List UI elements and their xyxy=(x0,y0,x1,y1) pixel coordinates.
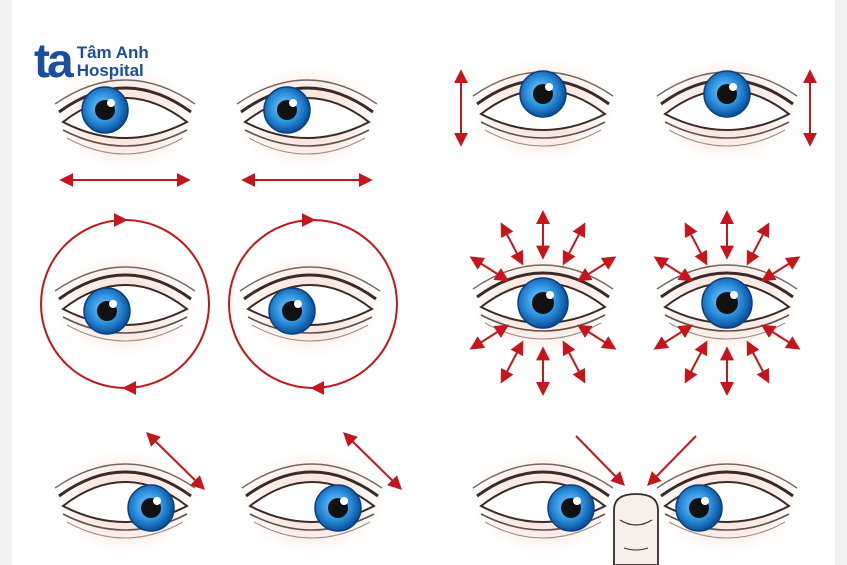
eye-left-1 xyxy=(43,58,207,178)
radiating-arrow xyxy=(746,222,770,266)
eye-right-3 xyxy=(228,245,392,365)
exercise-look-left-right xyxy=(43,58,389,187)
brand-name-line1: Tâm Anh xyxy=(76,43,149,62)
diagonal-double-arrow-icon xyxy=(146,432,205,490)
brand-mark: ta xyxy=(34,35,74,88)
radiating-arrow xyxy=(746,340,770,384)
converging-arrows-icon xyxy=(647,435,697,487)
radiating-arrows-icon xyxy=(469,210,801,397)
eye-left-5 xyxy=(43,442,207,562)
radiating-arrow xyxy=(577,324,617,350)
eye-right-6 xyxy=(645,442,809,562)
brand-logo: ta Tâm Anh Hospital xyxy=(34,38,149,86)
eye-right-4 xyxy=(645,243,809,363)
exercise-focus-on-finger xyxy=(461,435,809,565)
radiating-arrow xyxy=(500,222,524,266)
eye-left-4 xyxy=(461,243,625,363)
eye-left-6 xyxy=(461,442,625,562)
radiating-arrow xyxy=(684,340,708,384)
radiating-arrow xyxy=(562,340,586,384)
radiating-arrow xyxy=(761,256,801,282)
eye-left-3 xyxy=(43,245,207,365)
finger-icon xyxy=(613,493,659,565)
eye-right-5 xyxy=(230,442,394,562)
eye-left-2 xyxy=(461,50,625,170)
circular-arrow-icon xyxy=(40,213,210,395)
brand-name: Tâm Anh Hospital xyxy=(77,44,149,80)
circular-arrow-icon xyxy=(228,213,398,395)
radiating-arrow xyxy=(469,256,509,282)
radiating-arrow xyxy=(469,324,509,350)
radiating-arrow xyxy=(577,256,617,282)
brand-name-line2: Hospital xyxy=(76,61,144,80)
radiating-arrow xyxy=(653,324,693,350)
radiating-arrow xyxy=(653,256,693,282)
exercise-blink-squeeze xyxy=(461,210,809,397)
exercise-look-up-down xyxy=(454,50,817,170)
diagonal-double-arrow-icon xyxy=(343,432,402,490)
radiating-arrow xyxy=(562,222,586,266)
eye-right-1 xyxy=(225,58,389,178)
radiating-arrow xyxy=(684,222,708,266)
radiating-arrow xyxy=(500,340,524,384)
eye-right-2 xyxy=(645,50,809,170)
radiating-arrow xyxy=(761,324,801,350)
exercise-look-diagonal xyxy=(43,432,402,562)
exercise-roll-eyes xyxy=(40,213,398,395)
converging-arrows-icon xyxy=(575,435,625,487)
